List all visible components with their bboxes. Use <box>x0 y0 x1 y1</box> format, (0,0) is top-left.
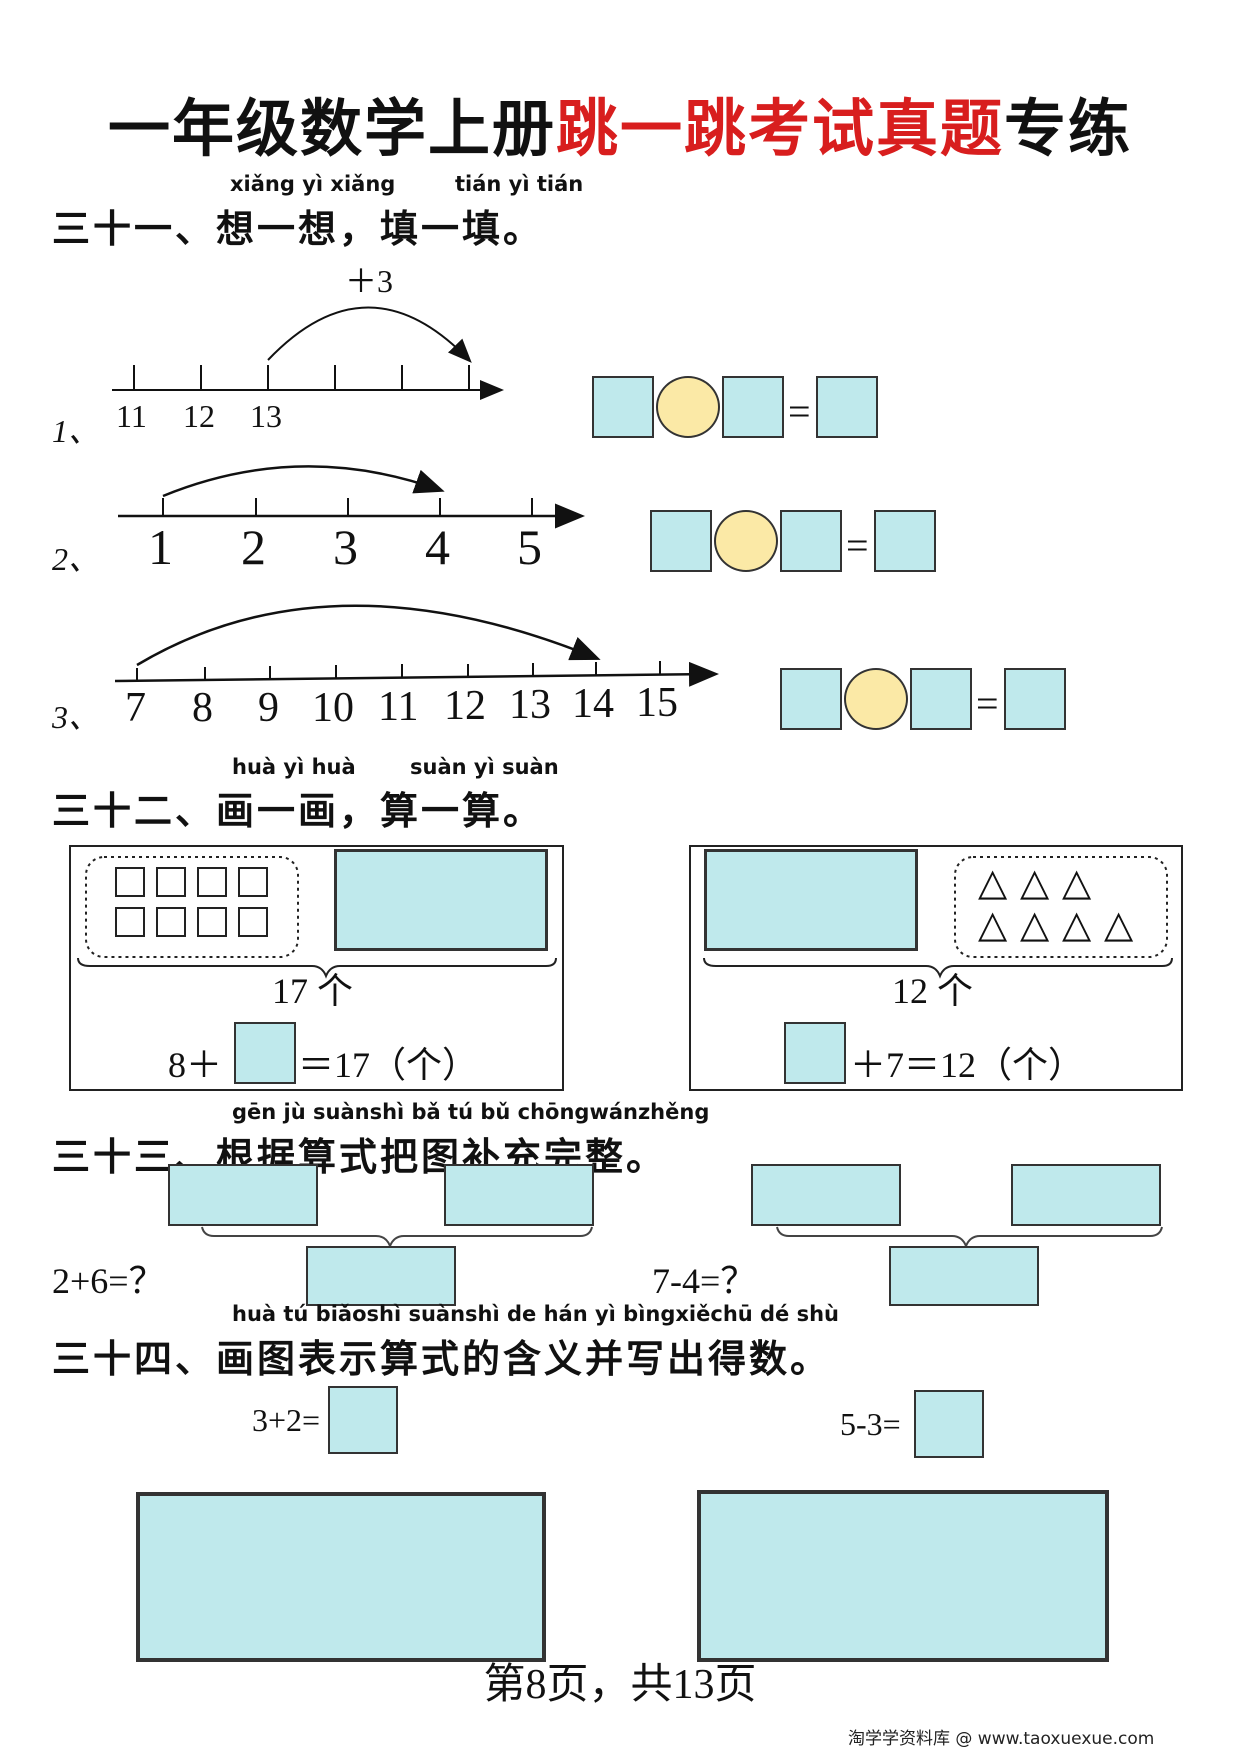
triangle-icon: △ <box>1104 902 1134 946</box>
jump-arc-3 <box>136 604 601 667</box>
s33-pinyin: gēn jù suànshì bǎ tú bǔ chōngwánzhěng <box>232 1100 710 1124</box>
s33-right-part-a[interactable] <box>751 1164 901 1226</box>
answer-box[interactable] <box>650 510 712 572</box>
s33-left-total[interactable] <box>306 1246 456 1306</box>
tick-label: 15 <box>636 680 678 726</box>
s32-right-frame <box>689 845 1183 1091</box>
tick-label: 12 <box>444 683 486 729</box>
page-number: 第8页，共13页 <box>483 1662 757 1708</box>
s33-left-part-b[interactable] <box>444 1164 594 1226</box>
number-line-3 <box>114 661 719 687</box>
operator-circle[interactable] <box>714 510 778 572</box>
s33-right-eq: 7-4=？ <box>652 1261 757 1301</box>
tick-label: 13 <box>250 398 282 434</box>
s34-pinyin: huà tú biǎoshì suànshì de hán yì bìngxiě… <box>232 1302 840 1326</box>
s33-right-part-b[interactable] <box>1011 1164 1161 1226</box>
row-2-number: 2、 <box>52 541 101 577</box>
answer-box[interactable] <box>874 510 936 572</box>
operator-circle[interactable] <box>656 376 720 438</box>
jump-arc-2 <box>162 465 445 498</box>
s32-pinyin-a: huà yì huà <box>232 755 356 779</box>
s34-heading: 三十四、画图表示算式的含义并写出得数。 <box>52 1336 832 1381</box>
tick-label: 4 <box>425 519 450 575</box>
arc-label: ＋3 <box>345 263 394 299</box>
tick-label: 10 <box>312 685 354 731</box>
tick-label: 12 <box>183 398 215 434</box>
triangle-icon: △ <box>978 860 1008 904</box>
title-part1: 一年级数学上册 <box>107 92 556 165</box>
s33-right-brace <box>776 1226 1163 1249</box>
tick-label: 2 <box>241 519 266 575</box>
s33-left-eq: 2+6=？ <box>52 1261 165 1301</box>
answer-box[interactable] <box>784 1022 846 1084</box>
s32-right-draw-area[interactable] <box>704 849 918 951</box>
answer-box[interactable] <box>816 376 878 438</box>
triangle-icon: △ <box>978 902 1008 946</box>
answer-box[interactable] <box>780 668 842 730</box>
s32-left-brace <box>77 957 557 979</box>
watermark: 淘学学资料库 @ www.taoxuexue.com <box>848 1729 1155 1749</box>
triangle-icon: △ <box>1020 902 1050 946</box>
number-line-3-ticks <box>136 661 661 681</box>
tick-label: 13 <box>509 682 551 728</box>
s32-left-frame <box>69 845 564 1091</box>
page-title: 一年级数学上册跳一跳考试真题专练 <box>0 78 1240 168</box>
operator-circle[interactable] <box>844 668 908 730</box>
s32-pinyin-b: suàn yì suàn <box>410 755 559 779</box>
answer-box[interactable] <box>328 1386 398 1454</box>
triangle-icon: △ <box>1020 860 1050 904</box>
tick-label: 1 <box>148 519 173 575</box>
s34-right-draw-area[interactable] <box>697 1490 1109 1662</box>
s31-pinyin-b: tián yì tián <box>455 172 584 196</box>
tick-label: 3 <box>333 519 358 575</box>
s32-left-eq-pre: 8＋ <box>168 1045 223 1085</box>
equals-sign: = <box>788 389 811 434</box>
tick-label: 11 <box>378 684 419 730</box>
answer-box[interactable] <box>234 1022 296 1084</box>
row-1-number: 1、 <box>52 413 101 449</box>
answer-box[interactable] <box>914 1390 984 1458</box>
s32-left-dotted-group <box>85 856 299 958</box>
jump-arc-1 <box>267 306 472 363</box>
tick-label: 9 <box>258 685 279 731</box>
row-3-number: 3、 <box>52 699 101 735</box>
s32-left-total: 17 个 <box>272 971 354 1011</box>
s33-right-total[interactable] <box>889 1246 1039 1306</box>
tick-label: 7 <box>125 685 146 731</box>
equals-sign: = <box>846 523 869 568</box>
s32-right-eq-post: ＋7＝12（个） <box>850 1045 1085 1085</box>
s32-right-dotted-group <box>954 856 1168 958</box>
triangle-icon: △ <box>1062 902 1092 946</box>
s34-right-eq: 5-3= <box>840 1406 901 1442</box>
title-part2: 跳一跳考试真题 <box>555 92 1004 165</box>
s31-heading: 三十一、想一想，填一填。 <box>52 206 545 251</box>
answer-box[interactable] <box>722 376 784 438</box>
triangle-icon: △ <box>1062 860 1092 904</box>
s32-right-total: 12 个 <box>892 971 974 1011</box>
tick-label: 8 <box>192 685 213 731</box>
answer-box[interactable] <box>592 376 654 438</box>
s34-left-eq: 3+2= <box>252 1402 321 1438</box>
s32-left-draw-area[interactable] <box>334 849 548 951</box>
tick-label: 11 <box>116 398 147 434</box>
s33-left-part-a[interactable] <box>168 1164 318 1226</box>
s33-left-brace <box>201 1226 593 1249</box>
equals-sign: = <box>976 681 999 726</box>
number-line-2-ticks <box>162 498 533 516</box>
s34-left-draw-area[interactable] <box>136 1492 546 1662</box>
s32-right-brace <box>703 957 1173 979</box>
number-line-1-ticks <box>133 365 470 390</box>
tick-label: 14 <box>572 681 614 727</box>
title-part3: 专练 <box>1004 92 1133 165</box>
s31-pinyin-a: xiǎng yì xiǎng <box>230 172 396 196</box>
answer-box[interactable] <box>910 668 972 730</box>
answer-box[interactable] <box>1004 668 1066 730</box>
s32-left-squares <box>115 867 268 937</box>
answer-box[interactable] <box>780 510 842 572</box>
s32-heading: 三十二、画一画，算一算。 <box>52 788 545 833</box>
s32-left-eq-post: ＝17（个） <box>298 1045 479 1085</box>
tick-label: 5 <box>517 519 542 575</box>
